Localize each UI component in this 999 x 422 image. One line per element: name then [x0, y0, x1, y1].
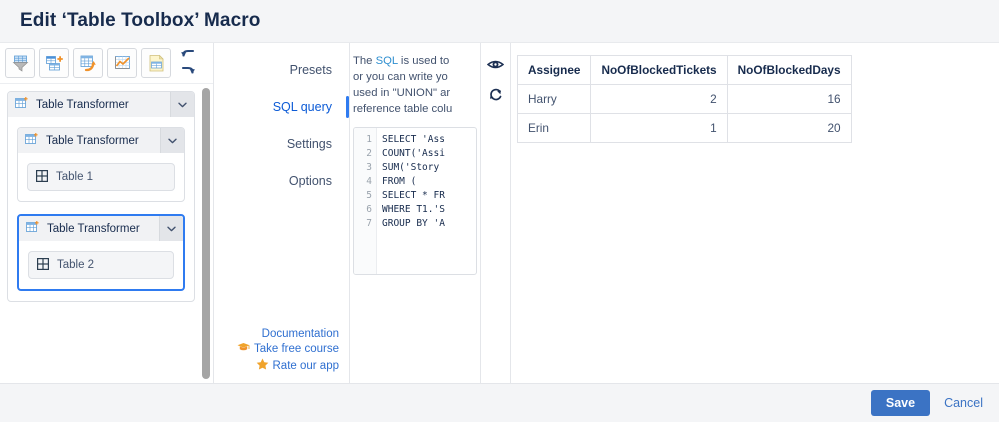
cancel-button[interactable]: Cancel — [944, 396, 983, 410]
documentation-link[interactable]: Documentation — [262, 328, 339, 340]
code-gutter: 1 2 3 4 5 6 7 — [354, 128, 377, 274]
rate-our-app-link[interactable]: Rate our app — [256, 358, 340, 373]
table-row: Erin 1 20 — [516, 113, 852, 143]
tree-leaf-table-1-label: Table 1 — [56, 171, 94, 183]
sql-description-line-4: reference table colu — [353, 103, 453, 115]
cell-blocked-tickets: 1 — [590, 113, 728, 143]
sql-query-panel: The SQL is used to or you can write yo u… — [350, 43, 481, 383]
column-header-assignee[interactable]: Assignee — [516, 55, 592, 85]
tree-node-child-2-header[interactable]: Table Transformer — [19, 216, 183, 241]
tree-leaf-table-1[interactable]: Table 1 — [27, 163, 175, 191]
sql-code-editor[interactable]: 1 2 3 4 5 6 7 SELECT 'Ass COUNT('Assi SU… — [353, 127, 477, 275]
result-table: Assignee NoOfBlockedTickets NoOfBlockedD… — [516, 55, 852, 143]
code-line: SELECT * FR — [382, 190, 445, 201]
dialog-titlebar: Edit ‘Table Toolbox’ Macro — [0, 0, 999, 43]
chevron-down-icon[interactable] — [170, 92, 194, 117]
undo-redo-group — [178, 47, 197, 80]
macro-tree: Table Transformer — [0, 84, 213, 383]
line-number: 2 — [366, 148, 372, 159]
chevron-down-icon[interactable] — [160, 128, 184, 153]
code-line: WHERE T1.'S — [382, 204, 445, 215]
result-preview: Assignee NoOfBlockedTickets NoOfBlockedD… — [511, 43, 999, 383]
tree-leaf-table-2[interactable]: Table 2 — [28, 251, 174, 279]
table-transformer-small-icon — [25, 133, 39, 148]
line-number: 6 — [366, 204, 372, 215]
sql-description-line-2: or you can write yo — [353, 71, 448, 83]
line-number: 7 — [366, 218, 372, 229]
take-free-course-link[interactable]: Take free course — [237, 342, 339, 356]
tree-node-root: Table Transformer — [7, 91, 195, 302]
grid-icon — [37, 257, 50, 273]
grid-icon — [36, 169, 49, 185]
take-free-course-link-label: Take free course — [253, 343, 339, 355]
chevron-down-icon[interactable] — [159, 216, 183, 241]
line-number: 3 — [366, 162, 372, 173]
sql-description-line-3: used in "UNION" ar — [353, 87, 451, 99]
cell-blocked-tickets: 2 — [590, 84, 728, 114]
save-button[interactable]: Save — [870, 390, 931, 416]
merge-tables-icon[interactable] — [39, 48, 69, 78]
tree-node-child-1-label: Table Transformer — [46, 134, 139, 147]
cell-blocked-days: 20 — [726, 113, 852, 143]
preview-actions — [481, 43, 511, 383]
help-links: Documentation Take free course — [214, 328, 349, 383]
graduation-cap-icon — [237, 342, 250, 356]
code-line: FROM ( — [382, 176, 417, 187]
tree-node-child-2-body: Table 2 — [19, 241, 183, 289]
line-number: 1 — [366, 134, 372, 145]
line-number: 5 — [366, 190, 372, 201]
settings-tabs: Presets SQL query Settings Options Docum… — [214, 43, 350, 383]
cell-blocked-days: 16 — [726, 84, 852, 114]
tree-node-child-2: Table Transformer — [17, 214, 185, 291]
column-header-noofblockeddays[interactable]: NoOfBlockedDays — [726, 55, 852, 85]
tab-settings[interactable]: Settings — [286, 137, 332, 151]
rate-our-app-link-label: Rate our app — [272, 359, 340, 372]
code-line: COUNT('Assi — [382, 148, 445, 159]
tree-node-root-body: Table Transformer — [8, 117, 194, 301]
tree-node-root-header[interactable]: Table Transformer — [8, 92, 194, 117]
tab-presets[interactable]: Presets — [289, 63, 332, 77]
code-line: SUM('Story — [382, 162, 440, 173]
table-chart-icon[interactable] — [107, 48, 137, 78]
star-icon — [256, 358, 269, 373]
cell-assignee: Erin — [516, 113, 592, 143]
table-transformer-small-icon — [26, 221, 40, 236]
structure-panel: Table Transformer — [0, 43, 214, 383]
tree-scrollbar[interactable] — [202, 88, 210, 379]
code-content[interactable]: SELECT 'Ass COUNT('Assi SUM('Story FROM … — [377, 128, 476, 274]
sql-description-line-1: The SQL is used to — [353, 55, 450, 67]
tree-node-child-1: Table Transformer — [17, 127, 185, 202]
code-line: SELECT 'Ass — [382, 134, 445, 145]
filter-table-icon[interactable] — [5, 48, 35, 78]
code-line: GROUP BY 'A — [382, 218, 445, 229]
eye-icon[interactable] — [487, 55, 505, 73]
undo-icon[interactable] — [178, 47, 197, 63]
column-header-noofblockedtickets[interactable]: NoOfBlockedTickets — [590, 55, 728, 85]
tab-options[interactable]: Options — [288, 174, 332, 188]
tree-node-child-2-label: Table Transformer — [47, 222, 140, 235]
macro-toolbar — [0, 43, 213, 84]
tree-node-child-1-body: Table 1 — [18, 153, 184, 201]
table-transformer-icon[interactable] — [73, 48, 103, 78]
tree-node-child-1-header[interactable]: Table Transformer — [18, 128, 184, 153]
table-excerpt-icon[interactable] — [141, 48, 171, 78]
table-row: Harry 2 16 — [516, 84, 852, 114]
page-title: Edit ‘Table Toolbox’ Macro — [20, 10, 261, 31]
refresh-icon[interactable] — [487, 85, 505, 103]
cell-assignee: Harry — [516, 84, 592, 114]
sql-description: The SQL is used to or you can write yo u… — [353, 53, 477, 117]
dialog-footer: Save Cancel — [0, 383, 999, 422]
tree-node-root-label: Table Transformer — [36, 98, 129, 111]
tree-leaf-table-2-label: Table 2 — [57, 259, 95, 271]
table-transformer-small-icon — [15, 97, 29, 112]
redo-icon[interactable] — [178, 64, 197, 80]
documentation-link-label: Documentation — [261, 328, 339, 340]
tab-sql-query[interactable]: SQL query — [214, 92, 349, 122]
line-number: 4 — [366, 176, 372, 187]
dialog-body: Table Transformer — [0, 43, 999, 383]
table-header-row: Assignee NoOfBlockedTickets NoOfBlockedD… — [516, 55, 852, 85]
